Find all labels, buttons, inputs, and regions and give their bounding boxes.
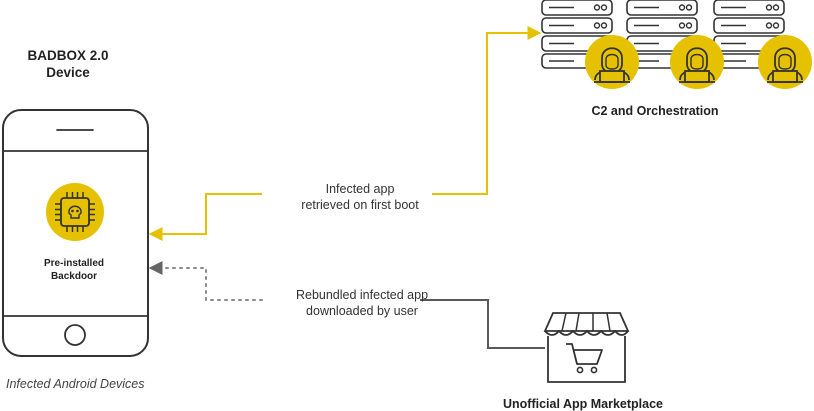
- devices-caption: Infected Android Devices: [6, 377, 145, 391]
- device-title: BADBOX 2.0 Device: [20, 47, 116, 81]
- marketplace-connector: [420, 299, 545, 349]
- rebundled-app-label-line2: downloaded by user: [306, 304, 418, 318]
- server-stack-icon: [541, 0, 785, 69]
- hacker-icon: [584, 34, 813, 90]
- infected-app-arrow: [148, 193, 262, 241]
- infected-app-label: Infected app retrieved on first boot: [268, 181, 452, 213]
- rebundled-app-label-line1: Rebundled infected app: [295, 288, 429, 302]
- chip-skull-icon: [46, 183, 104, 241]
- storefront-icon: [543, 312, 630, 383]
- rebundled-app-arrow: [148, 261, 263, 301]
- infected-app-label-line1: Infected app: [325, 182, 395, 196]
- backdoor-label-line1: Pre-installed: [43, 258, 105, 269]
- device-title-line1: BADBOX 2.0: [27, 48, 109, 63]
- infected-app-connector: [432, 26, 542, 195]
- backdoor-label: Pre-installed Backdoor: [34, 257, 114, 283]
- rebundled-app-label: Rebundled infected app downloaded by use…: [252, 287, 472, 319]
- infected-app-label-line2: retrieved on first boot: [301, 198, 419, 212]
- c2-label: C2 and Orchestration: [591, 104, 719, 118]
- device-title-line2: Device: [46, 65, 90, 80]
- marketplace-label: Unofficial App Marketplace: [503, 397, 663, 411]
- shopping-cart-icon: [566, 343, 603, 374]
- backdoor-label-line2: Backdoor: [50, 271, 98, 282]
